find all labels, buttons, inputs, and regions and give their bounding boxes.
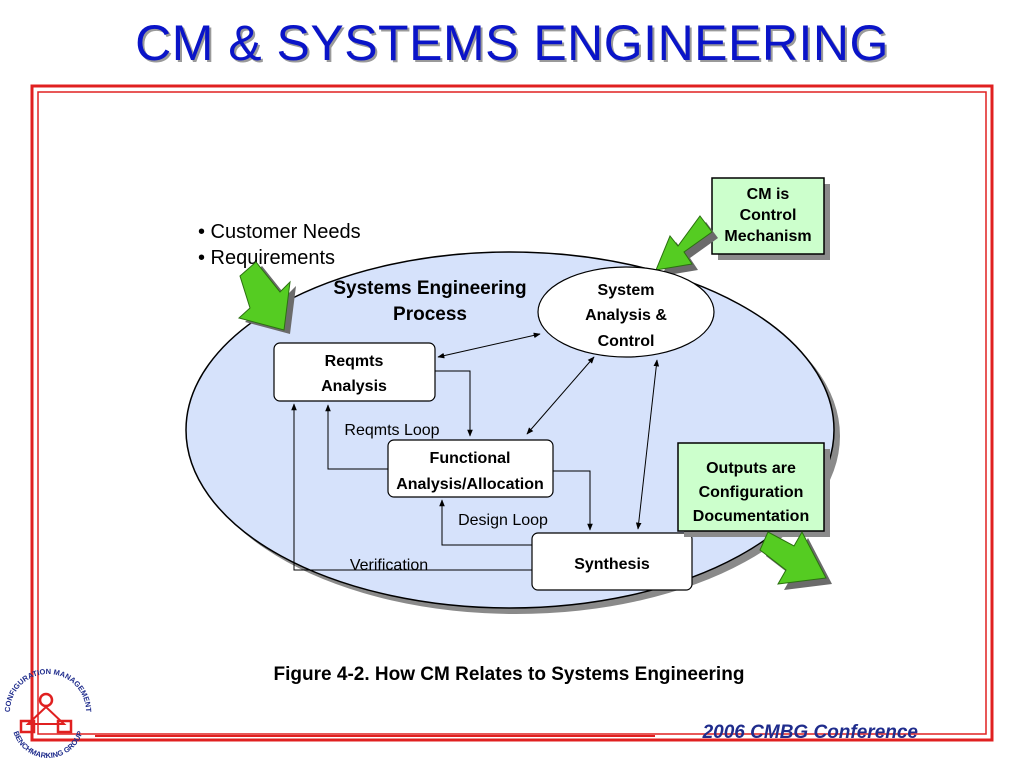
svg-text:Functional: Functional [430, 450, 511, 467]
cm-control-callout: CM is Control Mechanism [711, 177, 830, 260]
verification-label: Verification [350, 557, 428, 574]
svg-text:Analysis: Analysis [321, 378, 387, 395]
svg-text:System: System [598, 282, 655, 299]
functional-analysis-node: Functional Analysis/Allocation [387, 439, 554, 498]
slide-title: CM & SYSTEMS ENGINEERING [135, 15, 889, 71]
svg-text:Documentation: Documentation [693, 508, 809, 525]
cmbg-logo: CONFIGURATION MANAGEMENT BENCHMARKING GR… [3, 667, 93, 760]
system-analysis-node: System Analysis & Control [537, 266, 715, 358]
process-title-line1: Systems Engineering [333, 278, 526, 299]
output-arrow-icon [759, 530, 832, 590]
svg-text:Configuration: Configuration [699, 484, 804, 501]
svg-text:Mechanism: Mechanism [724, 228, 811, 245]
outputs-callout: Outputs are Configuration Documentation [677, 442, 830, 537]
footer-text: 2006 CMBG Conference [702, 722, 919, 743]
design-loop-label: Design Loop [458, 512, 548, 529]
svg-text:Outputs are: Outputs are [706, 460, 796, 477]
synthesis-node: Synthesis [531, 532, 693, 591]
reqmts-analysis-node: Reqmts Analysis [273, 342, 436, 402]
svg-text:CM is: CM is [747, 186, 790, 203]
input-arrow-icon [237, 261, 296, 334]
slide-frame [30, 84, 994, 742]
svg-text:Control: Control [598, 333, 655, 350]
process-title-line2: Process [393, 304, 467, 325]
svg-text:Analysis &: Analysis & [585, 307, 667, 324]
cm-arrow-icon [655, 215, 718, 276]
figure-caption: Figure 4-2. How CM Relates to Systems En… [274, 664, 745, 685]
connectors [291, 332, 660, 571]
svg-text:Reqmts: Reqmts [325, 353, 384, 370]
reqmts-loop-label: Reqmts Loop [344, 422, 439, 439]
input-requirements: • Requirements [198, 247, 335, 269]
input-customer-needs: • Customer Needs [198, 221, 361, 243]
svg-text:Synthesis: Synthesis [574, 556, 650, 573]
svg-text:Analysis/Allocation: Analysis/Allocation [396, 476, 544, 493]
svg-text:Control: Control [740, 207, 797, 224]
